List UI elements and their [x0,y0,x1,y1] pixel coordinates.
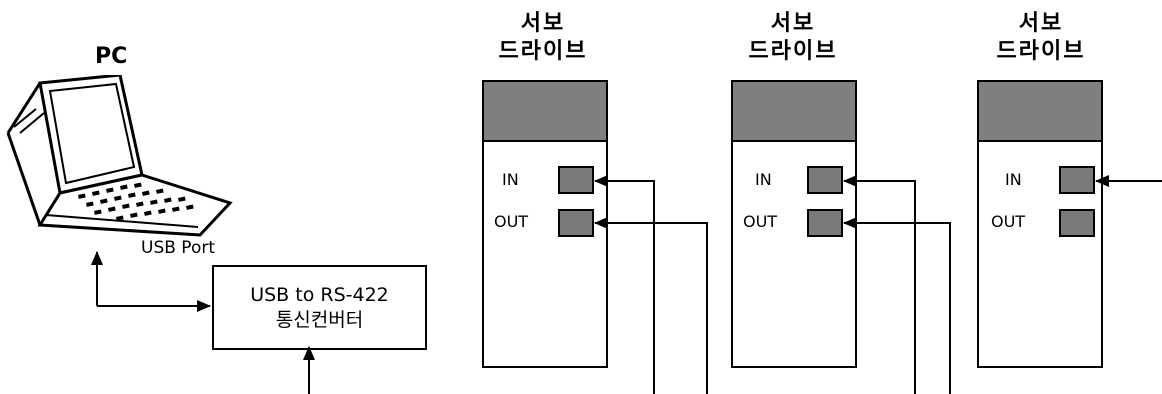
drive-2-in-label: IN [755,170,772,189]
usb-port-label: USB Port [141,238,216,258]
drive-1-in-wire [594,175,655,394]
drive-1-in-port [558,166,594,194]
drive-3-in-port [1059,166,1095,194]
drive-2-header [733,82,855,142]
converter-label-line1: USB to RS-422 [250,283,389,306]
servo-drive-1: IN OUT [482,80,608,368]
drive-1-title: 서보 드라이브 [498,11,588,64]
drive-3-out-port [1059,209,1095,237]
drive-3-header [979,82,1101,142]
drive-3-title: 서보 드라이브 [996,11,1086,64]
servo-drive-2: IN OUT [731,80,857,368]
servo-drive-3: IN OUT [977,80,1103,368]
drive-2-out-port [807,209,843,237]
drive-2-out-wire [843,217,951,394]
drive-1-header [484,82,606,142]
drive-3-out-label: OUT [991,212,1026,231]
drive-2-in-wire [843,175,916,394]
drive-3-in-label: IN [1005,170,1022,189]
drive-1-out-port [558,209,594,237]
converter-label-line2: 통신컨버터 [275,308,364,331]
drive-2-out-label: OUT [743,212,778,231]
drive-1-out-wire [594,217,708,394]
usb-rs422-converter: USB to RS-422 통신컨버터 [212,265,427,350]
laptop-icon [6,75,233,237]
drive-2-in-port [807,166,843,194]
drive-2-title: 서보 드라이브 [748,11,838,64]
drive-1-in-label: IN [502,170,519,189]
pc-title: PC [95,44,128,69]
drive-1-out-label: OUT [494,212,529,231]
